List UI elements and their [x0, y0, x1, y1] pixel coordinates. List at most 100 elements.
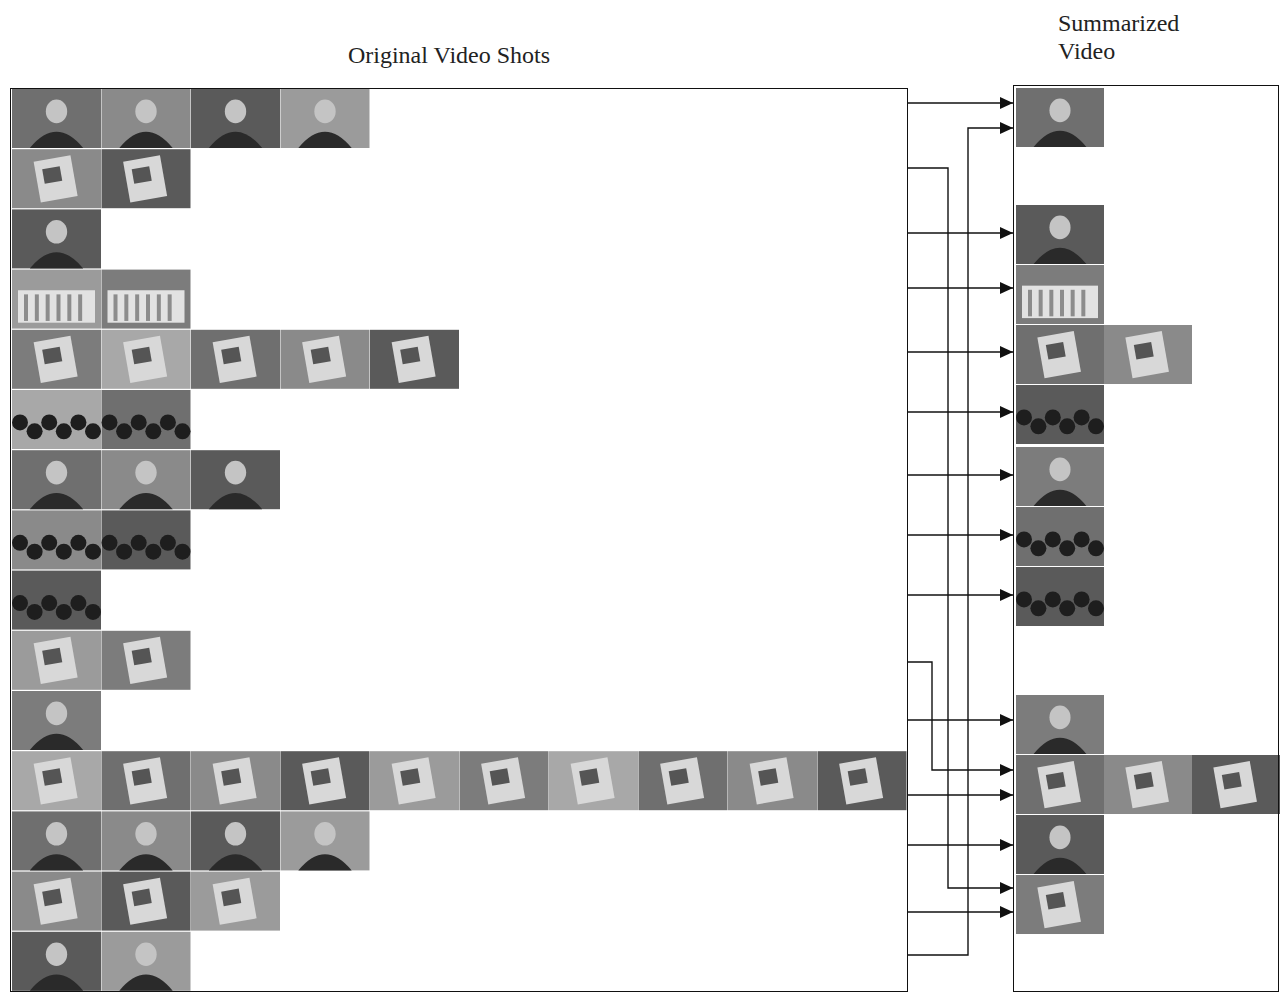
crowd-head — [70, 414, 86, 430]
paper-sheet — [1213, 761, 1257, 808]
arrow-connector — [908, 351, 1013, 352]
video-frame — [102, 330, 191, 389]
paper-photo — [669, 768, 689, 786]
paper-photo — [1046, 892, 1066, 910]
paper-photo — [132, 648, 152, 666]
column — [1028, 290, 1032, 317]
paper-photo — [132, 889, 152, 907]
figure-body — [209, 493, 262, 509]
frame-ground — [1016, 755, 1104, 814]
arrow-connector — [908, 844, 1013, 845]
paper-photo — [758, 768, 778, 786]
frame-ground — [12, 510, 101, 569]
crowd-head — [70, 595, 86, 611]
panel-heading: Original Video Shots — [11, 41, 887, 69]
frame-ground — [12, 811, 101, 870]
frame-ground — [102, 751, 191, 810]
crowd-head — [1045, 531, 1061, 547]
figure-body — [1034, 131, 1087, 147]
arrow-connector — [908, 102, 1013, 103]
figure-head — [46, 942, 67, 966]
building — [1022, 286, 1098, 318]
figure-head — [135, 461, 156, 485]
video-frame — [102, 390, 191, 449]
paper-sheet — [213, 336, 257, 383]
video-frame — [12, 751, 101, 810]
column — [57, 294, 61, 321]
frame-ground — [12, 872, 101, 931]
paper-sheet — [123, 336, 167, 383]
frame-ground — [12, 149, 101, 208]
video-frame — [102, 932, 191, 991]
video-frame — [728, 751, 817, 810]
frame-ground — [1016, 507, 1104, 566]
paper-photo — [42, 648, 62, 666]
video-frame — [1104, 325, 1192, 384]
crowd-head — [1074, 591, 1090, 607]
figure-head — [135, 822, 156, 846]
frame-ground — [191, 450, 280, 509]
figure-head — [46, 220, 67, 244]
paper-sheet — [1037, 881, 1081, 928]
crowd-head — [175, 423, 191, 439]
frame-ground — [1016, 88, 1104, 147]
frame-ground — [281, 89, 370, 148]
frame-ground — [12, 450, 101, 509]
frame-ground — [191, 751, 280, 810]
crowd-head — [116, 544, 132, 560]
paper-photo — [1222, 772, 1242, 790]
paper-sheet — [34, 757, 78, 804]
paper-photo — [311, 768, 331, 786]
frame-ground — [370, 330, 459, 389]
crowd-head — [1030, 418, 1046, 434]
figure-head — [135, 942, 156, 966]
frame-ground — [1016, 385, 1104, 444]
video-frame — [191, 330, 280, 389]
video-frame — [102, 631, 191, 690]
frame-ground — [1104, 755, 1192, 814]
crowd-head — [12, 595, 28, 611]
crowd-head — [41, 535, 57, 551]
frame-ground — [102, 270, 191, 329]
video-frame — [1192, 755, 1280, 814]
figure-head — [1049, 458, 1070, 482]
frame-ground — [102, 149, 191, 208]
frame-ground — [191, 89, 280, 148]
crowd-head — [27, 544, 43, 560]
paper-sheet — [750, 757, 794, 804]
frame-ground — [102, 932, 191, 991]
frame-ground — [1016, 447, 1104, 506]
crowd-head — [1045, 409, 1061, 425]
paper-photo — [1046, 772, 1066, 790]
video-frame — [1016, 265, 1104, 324]
crowd-head — [1074, 531, 1090, 547]
column — [78, 294, 82, 321]
video-frame — [370, 330, 459, 389]
video-frame — [12, 811, 101, 870]
crowd-head — [1059, 540, 1075, 556]
column — [1071, 290, 1075, 317]
frame-ground — [549, 751, 638, 810]
frame-ground — [12, 631, 101, 690]
frame-ground — [191, 811, 280, 870]
video-frame — [549, 751, 638, 810]
frame-ground — [191, 330, 280, 389]
figure-body — [1034, 858, 1087, 874]
figure-body — [30, 493, 83, 509]
frame-ground — [728, 751, 817, 810]
crowd-head — [131, 414, 147, 430]
paper-photo — [400, 768, 420, 786]
paper-sheet — [571, 757, 615, 804]
paper-photo — [1134, 342, 1154, 360]
figure-body — [1034, 248, 1087, 264]
crowd-head — [85, 604, 101, 620]
figure-body — [30, 252, 83, 268]
crowd-head — [85, 544, 101, 560]
crowd-head — [160, 414, 176, 430]
frame-ground — [1016, 265, 1104, 324]
video-frame — [191, 751, 280, 810]
paper-sheet — [660, 757, 704, 804]
frame-ground — [12, 751, 101, 810]
